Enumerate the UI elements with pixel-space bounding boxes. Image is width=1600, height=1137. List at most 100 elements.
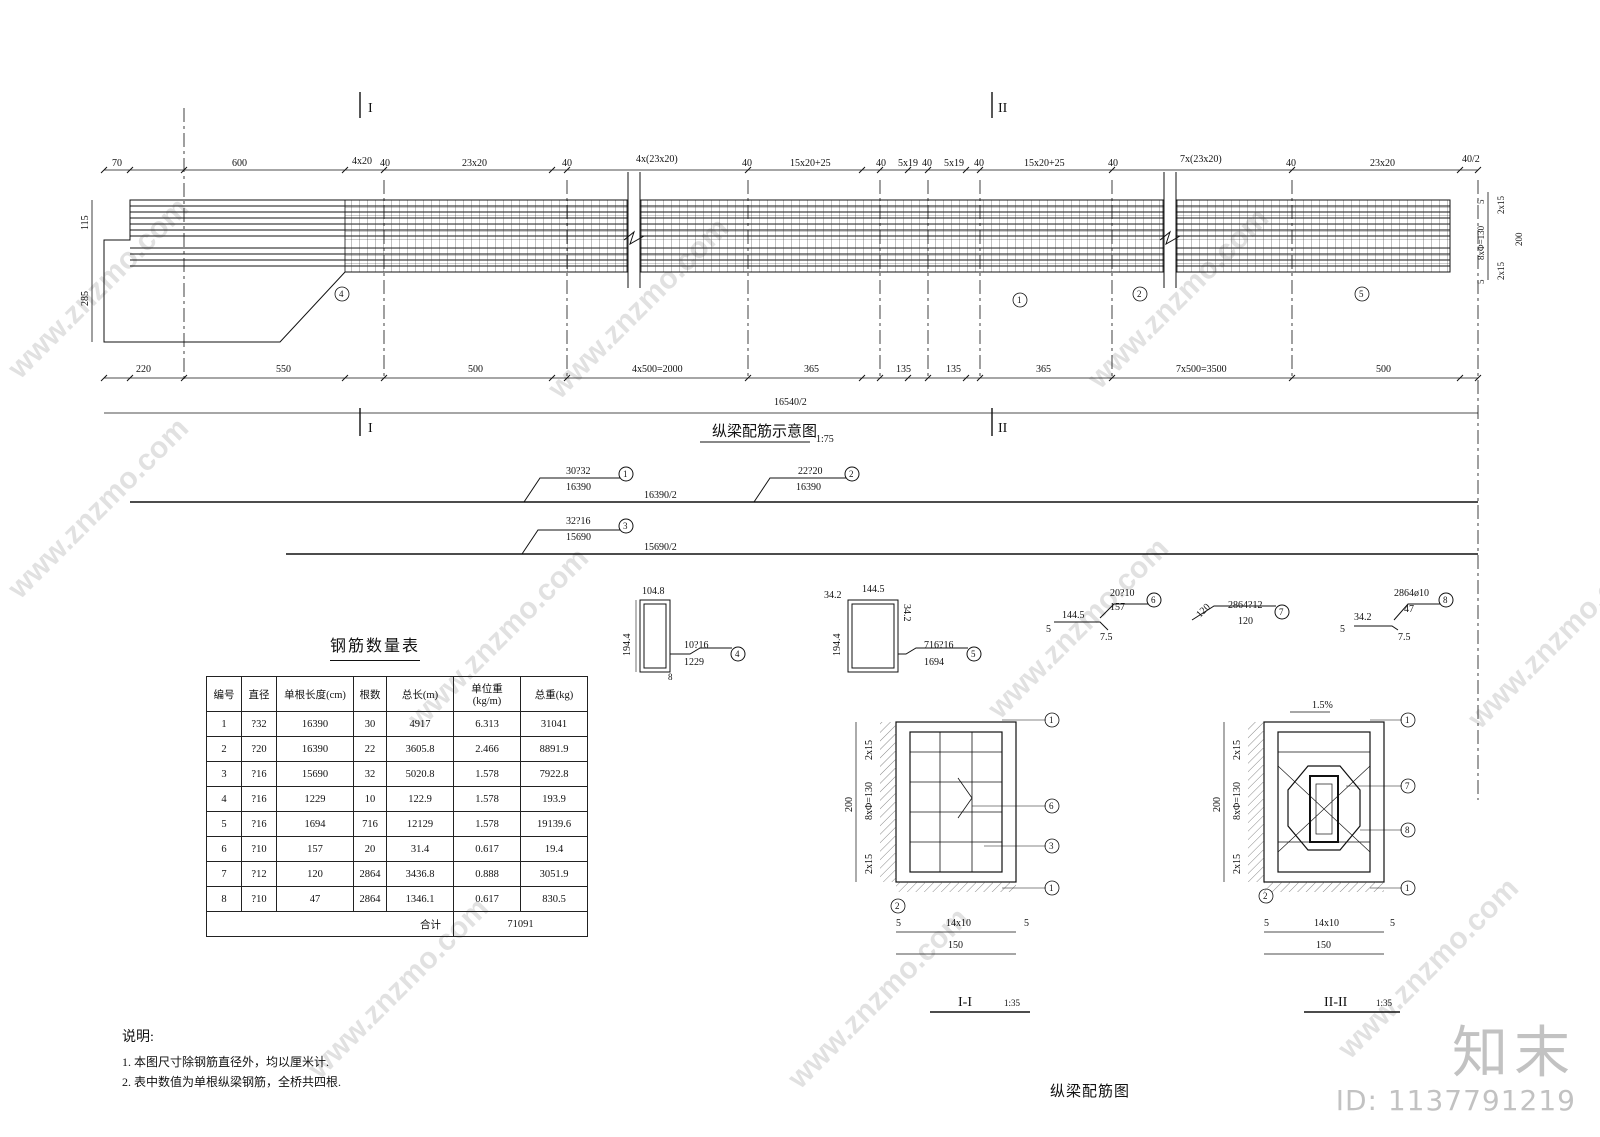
col-header: 单根长度(cm): [276, 676, 354, 712]
dim-label: 15x20+25: [1024, 158, 1065, 169]
table-cell: 20: [353, 836, 387, 862]
bar-4-labels: 104.8 194.4 10?16 1229 4 8: [622, 586, 740, 682]
dimension-lines: [91, 169, 1489, 414]
bar-half-length: 16390/2: [644, 490, 677, 501]
dim-tick: [341, 374, 349, 382]
dim-label: 135: [896, 364, 911, 375]
section-I-I-labels: 1 6 3 1 2 200 8xΦ=130 2x15 2x15 5 14x10 …: [844, 715, 1054, 1010]
notes: 说明: 1. 本图尺寸除钢筋直径外，均以厘米计. 2. 表中数值为单根纵梁钢筋，…: [122, 1028, 341, 1092]
dim-label: 40: [1286, 158, 1296, 169]
bar-length: 1229: [684, 657, 704, 668]
sec-dim: 200: [844, 797, 855, 812]
bar-5-labels: 34.2 144.5 34.2 194.4 716?16 1694 5: [824, 584, 976, 668]
section-title: II-II: [1324, 995, 1348, 1010]
dim-tick: [858, 374, 866, 382]
bar-dim: 144.5: [862, 584, 885, 595]
dim-label: 5x19: [898, 158, 918, 169]
bar-5-shape: [847, 599, 982, 673]
table-cell: 16390: [276, 711, 354, 737]
dim-tick: [563, 374, 571, 382]
dim-label: 4x(23x20): [636, 154, 678, 165]
total-dim-label: 16540/2: [774, 397, 807, 408]
section-mark-II-bottom: II: [998, 421, 1008, 436]
section-mark-I-top: I: [368, 101, 373, 116]
dim-tick: [876, 374, 884, 382]
dim-tick: [548, 374, 556, 382]
rebar-quantity-table: 编号 直径 单根长度(cm) 根数 总长(m) 单位重(kg/m) 总重(kg)…: [206, 676, 588, 937]
bar-number: 1: [623, 469, 628, 479]
bar-dim: 5: [1340, 624, 1345, 635]
dim-tick: [1456, 166, 1464, 174]
bar-number: 2: [1263, 891, 1268, 901]
notes-title: 说明:: [122, 1030, 154, 1045]
total-label: 合计: [206, 911, 454, 937]
table-header-row: 编号 直径 单根长度(cm) 根数 总长(m) 单位重(kg/m) 总重(kg): [206, 676, 588, 712]
center-lines: [183, 108, 1479, 800]
dim-label: 220: [136, 364, 151, 375]
table-cell: 3051.9: [520, 861, 588, 887]
brand-logo: 知末: [1452, 1021, 1576, 1086]
dim-label: 40: [380, 158, 390, 169]
table-cell: 10: [353, 786, 387, 812]
section-II-II-labels: 1.5% 1 7 8 1 2 200 8xΦ=130 2x15 2x15 5 1…: [1212, 700, 1410, 1010]
bar-spec: 2864ø10: [1394, 588, 1429, 599]
watermark-text: www.znzmo.com: [1, 412, 195, 606]
bar-number: 4: [735, 649, 740, 659]
table-cell: ?16: [241, 761, 277, 787]
bar-dim: 7.5: [1100, 632, 1113, 643]
dim-tick: [380, 374, 388, 382]
sec-dim: 5: [1264, 918, 1269, 929]
dim-tick: [976, 166, 984, 174]
bar-number: 3: [1049, 841, 1054, 851]
bar-number: 8: [1443, 595, 1448, 605]
dim-tick: [180, 374, 188, 382]
table-cell: 1.578: [453, 761, 521, 787]
dim-label: 4x500=2000: [632, 364, 683, 375]
dim-label: 500: [1376, 364, 1391, 375]
table-cell: ?16: [241, 811, 277, 837]
bar-number: 3: [623, 521, 628, 531]
table-cell: 0.888: [453, 861, 521, 887]
sec-dim: 2x15: [864, 740, 875, 760]
dim-label: 7x(23x20): [1180, 154, 1222, 165]
bar-spec: 30?32: [566, 466, 590, 477]
dim-tick: [1108, 166, 1116, 174]
table-cell: ?16: [241, 786, 277, 812]
table-cell: 2864: [353, 886, 387, 912]
sheet-title: 纵梁配筋图: [1050, 1084, 1131, 1100]
dim-tick: [976, 374, 984, 382]
section-scale: 1:35: [1376, 998, 1393, 1008]
bar-number: 1: [1049, 715, 1054, 725]
bar-dim: 7.5: [1398, 632, 1411, 643]
elevation-bar-markers: [334, 286, 1370, 308]
dim-tick: [858, 166, 866, 174]
dim-tick: [876, 166, 884, 174]
bar-number: 7: [1405, 781, 1410, 791]
dim-label: 600: [232, 158, 247, 169]
right-dimension-labels: 5 2x15 200 8xΦ=130 2x15 5: [1476, 196, 1524, 285]
bar-half-length: 15690/2: [644, 542, 677, 553]
table-cell: ?12: [241, 861, 277, 887]
bottom-dimension-labels: 220 550 500 4x500=2000 365 135 135 365 7…: [136, 364, 1391, 408]
bar-dim: 120: [1194, 602, 1212, 620]
bar-number: 7: [1279, 607, 1284, 617]
section-scale: 1:35: [1004, 998, 1021, 1008]
break-marks: [623, 170, 1181, 290]
bar-length: 16390: [566, 482, 591, 493]
dim-tick: [962, 374, 970, 382]
section-I-I: [855, 712, 1060, 955]
stirrup-mesh: [344, 199, 1451, 273]
dim-tick: [744, 374, 752, 382]
slope-label: 1.5%: [1312, 700, 1333, 711]
dimension-ticks: [100, 166, 1482, 382]
dim-label: 365: [804, 364, 819, 375]
table-cell: 4: [206, 786, 242, 812]
long-bar-labels: 30?32 16390 1 16390/2 22?20 16390 2 32?1…: [566, 466, 854, 553]
bar-number: 2: [1137, 289, 1142, 299]
table-cell: 0.617: [453, 836, 521, 862]
